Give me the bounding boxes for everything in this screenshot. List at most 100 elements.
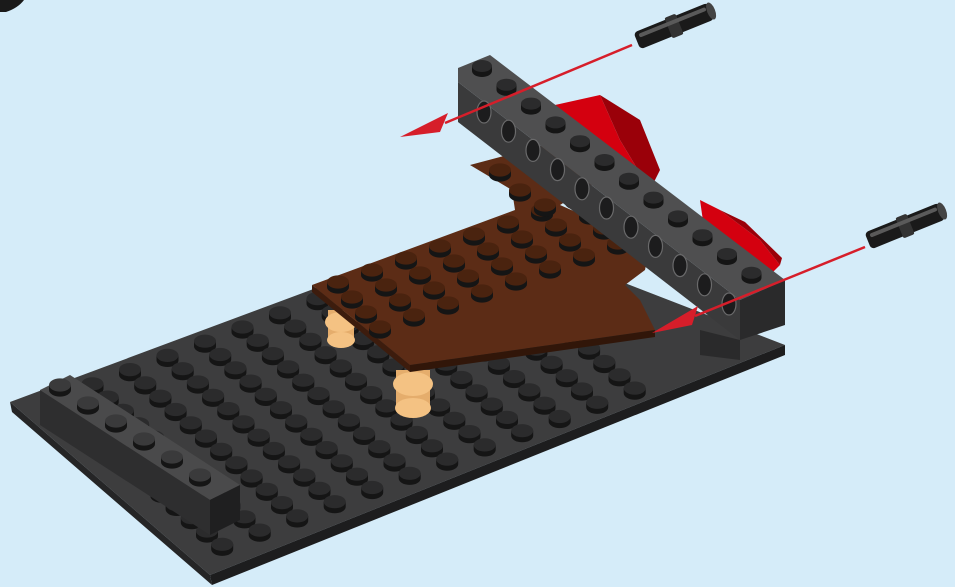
brown-plate-stud-top — [489, 163, 511, 176]
brown-plate-stud-top — [437, 296, 459, 309]
tan-cone-top — [393, 372, 433, 396]
baseplate-stud — [399, 467, 421, 485]
baseplate-stud-top — [293, 469, 315, 482]
brown-plate-stud — [443, 254, 465, 272]
baseplate-stud-top — [149, 390, 171, 403]
technic-hole — [551, 159, 565, 181]
brick-stud-top — [161, 450, 183, 463]
baseplate-stud-top — [399, 467, 421, 480]
baseplate-stud-top — [360, 386, 382, 399]
technic-stud — [717, 248, 737, 265]
brick-stud — [189, 468, 211, 486]
baseplate-stud-top — [269, 306, 291, 319]
brown-plate-stud-top — [375, 278, 397, 291]
brick-stud-top — [133, 432, 155, 445]
brown-plate-stud-top — [423, 281, 445, 294]
technic-stud — [668, 210, 688, 227]
brick-stud-top — [49, 378, 71, 391]
brown-plate-stud — [409, 266, 431, 284]
baseplate-stud-top — [247, 334, 269, 347]
baseplate-stud — [361, 481, 383, 499]
technic-hole — [600, 197, 614, 219]
brown-plate-stud — [369, 320, 391, 338]
baseplate-stud — [286, 509, 308, 527]
baseplate-stud-top — [299, 333, 321, 346]
baseplate-stud — [211, 538, 233, 556]
baseplate-stud-top — [248, 429, 270, 442]
brick-stud — [161, 450, 183, 468]
baseplate-stud — [324, 495, 346, 513]
technic-hole — [502, 120, 516, 142]
brown-plate-stud-top — [509, 183, 531, 196]
baseplate-stud-top — [165, 403, 187, 416]
baseplate-stud-top — [324, 495, 346, 508]
brown-plate-stud-top — [341, 290, 363, 303]
baseplate-stud-top — [308, 387, 330, 400]
baseplate-stud-top — [503, 370, 525, 383]
baseplate-stud-top — [210, 443, 232, 456]
baseplate-stud-top — [255, 388, 277, 401]
technic-stud — [644, 192, 664, 209]
brown-plate-stud-top — [497, 215, 519, 228]
baseplate-stud-top — [224, 361, 246, 374]
brown-plate-stud-top — [429, 239, 451, 252]
baseplate-stud-top — [330, 359, 352, 372]
baseplate-stud-top — [232, 320, 254, 333]
baseplate-stud-top — [338, 414, 360, 427]
baseplate-stud-top — [593, 355, 615, 368]
baseplate-stud-top — [270, 401, 292, 414]
baseplate-stud-top — [134, 376, 156, 389]
baseplate-stud-top — [249, 524, 271, 537]
brown-plate-stud-top — [409, 266, 431, 279]
baseplate-stud-top — [172, 362, 194, 375]
baseplate-stud-top — [271, 496, 293, 509]
baseplate-stud-top — [262, 347, 284, 360]
baseplate-stud — [624, 382, 646, 400]
brown-plate-stud — [511, 230, 533, 248]
baseplate-stud-top — [286, 509, 308, 522]
baseplate-stud-top — [285, 414, 307, 427]
baseplate-stud — [249, 524, 271, 542]
technic-stud-top — [717, 248, 737, 260]
baseplate-stud-top — [436, 453, 458, 466]
brown-plate-stud — [341, 290, 363, 308]
baseplate-stud — [511, 424, 533, 442]
baseplate-stud-top — [119, 363, 141, 376]
brown-plate-stud — [471, 284, 493, 302]
brick-stud — [77, 396, 99, 414]
technic-stud-top — [742, 267, 762, 279]
baseplate-stud-top — [209, 348, 231, 361]
brown-plate-stud — [437, 296, 459, 314]
baseplate-stud-top — [466, 384, 488, 397]
baseplate-stud — [549, 410, 571, 428]
brown-plate-stud — [505, 272, 527, 290]
baseplate-stud-top — [195, 430, 217, 443]
brick-stud — [105, 414, 127, 432]
brown-plate-stud — [534, 198, 556, 216]
brown-plate-stud — [559, 233, 581, 251]
brown-plate-stud — [327, 275, 349, 293]
baseplate-stud-top — [609, 368, 631, 381]
baseplate-stud-top — [624, 382, 646, 395]
brown-plate-stud-top — [327, 275, 349, 288]
baseplate-stud-top — [571, 382, 593, 395]
brown-plate-stud-top — [361, 263, 383, 276]
technic-stud — [595, 154, 615, 171]
tan-cone-base — [327, 332, 355, 348]
brick-stud-top — [105, 414, 127, 427]
baseplate-stud-top — [277, 360, 299, 373]
baseplate-stud-top — [284, 320, 306, 333]
baseplate-stud-top — [450, 371, 472, 384]
technic-stud — [693, 229, 713, 246]
brown-plate-stud-top — [491, 257, 513, 270]
brown-plate-stud-top — [403, 308, 425, 321]
brown-plate-stud — [375, 278, 397, 296]
brown-plate-stud — [395, 251, 417, 269]
brown-plate-stud — [525, 245, 547, 263]
baseplate-stud-top — [361, 481, 383, 494]
baseplate-stud-top — [187, 375, 209, 388]
technic-stud-top — [546, 116, 566, 128]
brown-plate-stud-top — [573, 248, 595, 261]
baseplate-stud-top — [157, 349, 179, 362]
baseplate-stud-top — [511, 424, 533, 437]
